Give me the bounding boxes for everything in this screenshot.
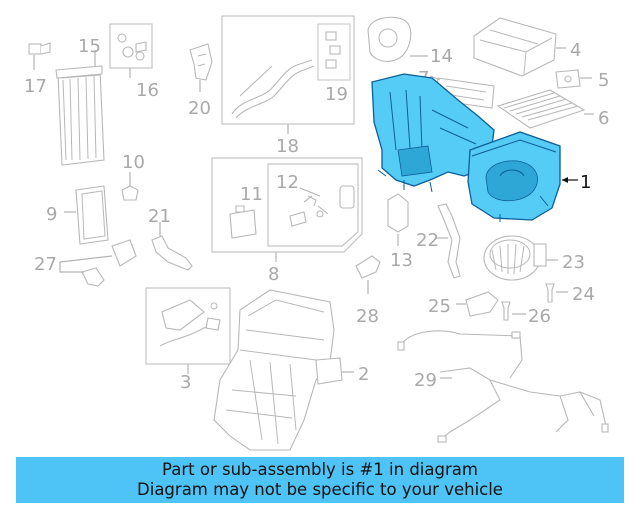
- part-6-cabin-filter: [496, 89, 586, 129]
- part-25-resistor: [465, 291, 499, 317]
- callout-1[interactable]: 1: [580, 172, 591, 193]
- part-2-hvac-case: [213, 289, 343, 451]
- callout-22[interactable]: 22: [416, 230, 439, 251]
- callout-23[interactable]: 23: [562, 252, 585, 273]
- callout-24[interactable]: 24: [572, 284, 595, 305]
- part-11-control-module: [229, 205, 257, 239]
- part-19-fittings: [317, 23, 351, 81]
- part-29-wiring-harness: [397, 330, 609, 443]
- banner-line-1: Part or sub-assembly is #1 in diagram: [162, 460, 478, 479]
- part-26-screw: [501, 301, 511, 321]
- part-28-sensor: [355, 255, 381, 279]
- callout-27[interactable]: 27: [34, 254, 57, 275]
- part-27-module: [81, 239, 137, 287]
- part-13-actuator: [387, 193, 409, 233]
- callout-20[interactable]: 20: [188, 98, 211, 119]
- callout-3[interactable]: 3: [180, 372, 191, 393]
- part-14-seal: [367, 16, 412, 62]
- part-20-bracket: [189, 43, 213, 81]
- callout-26[interactable]: 26: [528, 306, 551, 327]
- part-12-screws: [289, 185, 355, 227]
- callout-15[interactable]: 15: [78, 36, 101, 57]
- part-5-actuator: [555, 69, 581, 89]
- callout-13[interactable]: 13: [390, 250, 413, 271]
- part-21-sensor: [151, 235, 193, 271]
- part-4-mode-door: [473, 17, 557, 77]
- callout-18[interactable]: 18: [276, 136, 299, 157]
- parts-diagram: 15 17 16 20 19 18 14: [24, 15, 609, 451]
- callout-8[interactable]: 8: [268, 264, 279, 285]
- info-banner: Part or sub-assembly is #1 in diagram Di…: [16, 457, 624, 503]
- part-10-clip: [121, 185, 139, 201]
- callout-5[interactable]: 5: [598, 70, 609, 91]
- callout-4[interactable]: 4: [570, 40, 581, 61]
- callout-11[interactable]: 11: [240, 184, 263, 205]
- callout-9[interactable]: 9: [46, 204, 57, 225]
- callout-12[interactable]: 12: [276, 172, 299, 193]
- part-18-hoses: [231, 59, 315, 119]
- callout-29[interactable]: 29: [414, 370, 437, 391]
- part-9-filter-frame: [75, 185, 109, 245]
- part-23-blower-motor: [483, 235, 547, 281]
- callout-14[interactable]: 14: [430, 46, 453, 67]
- part-3-linkage: [159, 299, 221, 347]
- callout-19[interactable]: 19: [325, 84, 348, 105]
- part-8-box: [211, 157, 363, 253]
- part-17-sensor: [28, 42, 51, 55]
- callout-25[interactable]: 25: [428, 296, 451, 317]
- part-22-drain-tube: [437, 203, 461, 279]
- callout-17[interactable]: 17: [24, 76, 47, 97]
- part-24-bolt: [545, 283, 555, 303]
- part-16-box: [109, 23, 153, 69]
- callout-28[interactable]: 28: [356, 306, 379, 327]
- callout-16[interactable]: 16: [136, 80, 159, 101]
- part-15-evaporator: [55, 65, 105, 166]
- callout-2[interactable]: 2: [358, 364, 369, 385]
- callout-21[interactable]: 21: [148, 206, 171, 227]
- part-16-clips: [117, 33, 147, 61]
- part-1-hvac-housing: [371, 73, 561, 222]
- callout-10[interactable]: 10: [122, 152, 145, 173]
- callout-6[interactable]: 6: [598, 108, 609, 129]
- banner-line-2: Diagram may not be specific to your vehi…: [137, 480, 503, 499]
